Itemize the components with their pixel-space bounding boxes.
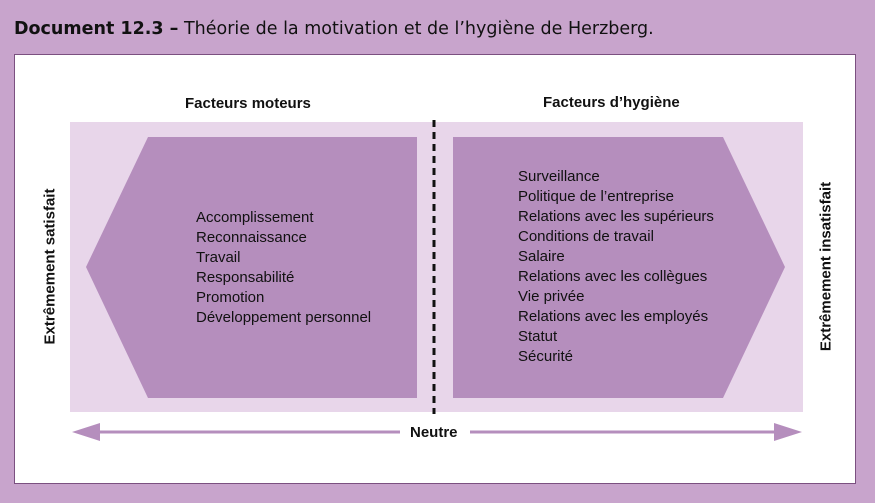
hygiene-item: Relations avec les supérieurs — [518, 208, 714, 225]
motivators-list: Accomplissement Reconnaissance Travail R… — [196, 208, 371, 328]
hygiene-item: Relations avec les collègues — [518, 268, 708, 285]
hygiene-list: Surveillance Politique de l’entreprise R… — [518, 167, 714, 367]
right-side-label: Extrêmement insatisfait — [817, 181, 835, 352]
left-side-label: Extrêmement satisfait — [41, 188, 59, 345]
motivator-item: Développement personnel — [196, 309, 372, 326]
motivator-item: Reconnaissance — [196, 229, 307, 246]
document-caption: Théorie de la motivation et de l’hygiène… — [178, 19, 654, 39]
hygiene-item: Vie privée — [518, 288, 585, 305]
motivator-item: Travail — [196, 249, 241, 266]
hygiene-item: Sécurité — [518, 348, 574, 365]
hygiene-header: Facteurs d’hygiène — [543, 94, 680, 111]
hygiene-item: Surveillance — [518, 168, 600, 185]
motivators-header: Facteurs moteurs — [185, 95, 311, 112]
motivator-item: Promotion — [196, 289, 265, 306]
hygiene-item: Relations avec les employés — [518, 308, 709, 325]
hygiene-item: Salaire — [518, 248, 565, 265]
hygiene-item: Conditions de travail — [518, 228, 654, 245]
hygiene-hexagon — [453, 137, 785, 398]
hygiene-item: Politique de l’entreprise — [518, 188, 674, 205]
neutral-arrowhead-left — [72, 423, 100, 441]
motivators-hexagon — [86, 137, 417, 398]
motivator-item: Accomplissement — [196, 209, 314, 226]
neutral-arrowhead-right — [774, 423, 802, 441]
neutral-label: Neutre — [410, 424, 458, 441]
document-title: Document 12.3 – Théorie de la motivation… — [14, 19, 654, 39]
hygiene-item: Statut — [518, 328, 558, 345]
motivator-item: Responsabilité — [196, 269, 295, 286]
document-number: Document 12.3 – — [14, 19, 179, 39]
